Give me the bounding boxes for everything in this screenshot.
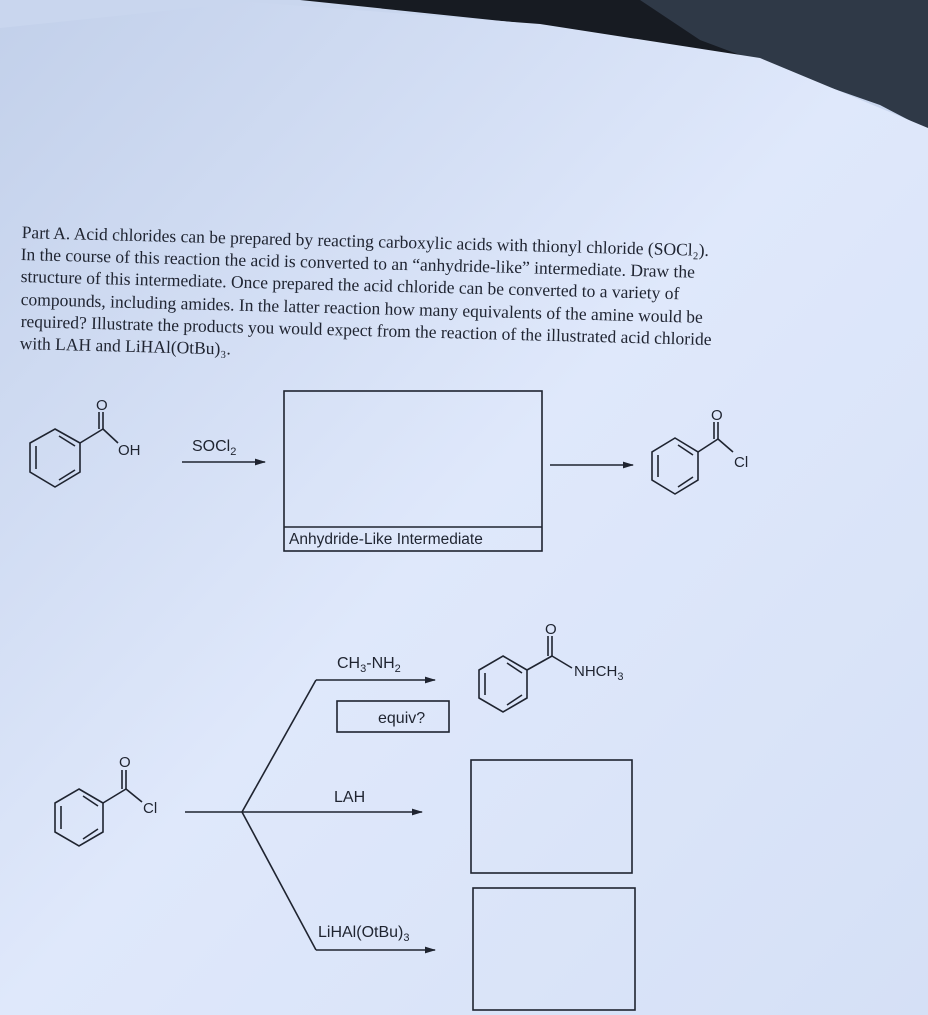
acid-chloride-cl: Cl [734,454,748,471]
scheme-1-labels: O OH SOCl2 Anhydride-Like Intermediate O… [96,397,748,548]
acid-carbonyl-o: O [96,397,108,414]
acid-oh: OH [118,442,141,459]
intermediate-label: Anhydride-Like Intermediate [289,531,483,548]
branch-amine [241,679,317,813]
lihal-product-box [472,887,636,1011]
background-fabric [640,0,928,130]
branch-lihal [241,811,317,951]
lihal-label: LiHAl(OtBu)3 [318,924,409,944]
lah-product-box [470,759,633,874]
start-carbonyl-o: O [119,754,131,771]
scheme-2-labels: O Cl CH3-NH2 equiv? O NHCH3 LAH LiHAl(Ot… [119,621,623,944]
start-cl: Cl [143,800,157,817]
lah-label: LAH [334,789,365,806]
equiv-answer-box [336,700,450,733]
amide-carbonyl-o: O [545,621,557,638]
methylamine-label: CH3-NH2 [337,655,401,675]
socl2-label: SOCl2 [192,438,236,458]
intermediate-answer-box [283,390,543,552]
equiv-label: equiv? [378,710,425,727]
acid-chloride-o: O [711,407,723,424]
amide-nhch3: NHCH3 [574,663,623,683]
scheme-2 [54,636,636,1011]
scheme-1 [29,390,734,552]
